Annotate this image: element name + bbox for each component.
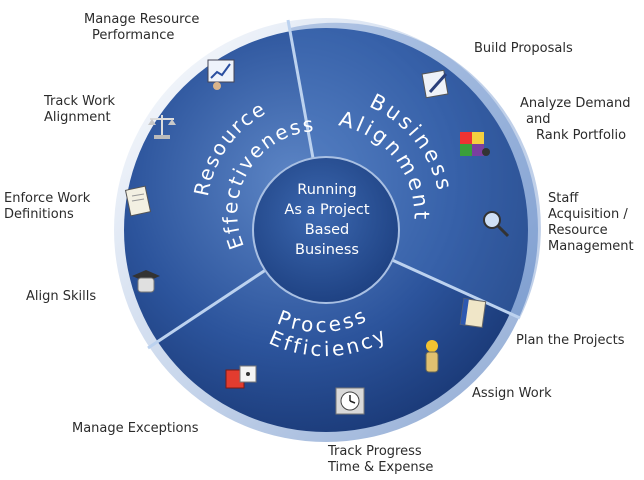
center-hub xyxy=(252,156,400,304)
label-line: Resource xyxy=(548,223,608,238)
center-line-4: Business xyxy=(295,242,359,258)
center-line-2: As a Project xyxy=(284,202,370,218)
document-icon xyxy=(124,185,152,217)
book-icon xyxy=(459,298,487,328)
center-line-3: Based xyxy=(304,222,350,238)
label-line: Track Work xyxy=(44,94,116,109)
center-label: Running As a Project Based Business xyxy=(262,180,392,260)
worker-icon xyxy=(425,340,439,373)
label-plan-projects: Plan the Projects xyxy=(516,333,625,348)
label-line: Acquisition / xyxy=(548,207,628,222)
label-line: Alignment xyxy=(44,110,111,125)
label-track-progress: Track Progress Time & Expense xyxy=(328,444,433,476)
label-line: Management xyxy=(548,239,634,254)
pencil-icon xyxy=(421,69,449,99)
center-line-1: Running xyxy=(297,182,357,198)
label-line: Analyze Demand xyxy=(520,96,631,111)
label-manage-resource-performance: Manage Resource Performance xyxy=(84,12,199,44)
label-align-skills: Align Skills xyxy=(26,289,97,304)
label-line: Manage Resource xyxy=(84,12,200,27)
label-line: Time & Expense xyxy=(328,460,434,475)
label-line: Rank Portfolio xyxy=(536,128,627,143)
label-enforce-work-definitions: Enforce Work Definitions xyxy=(4,191,90,223)
business-alignment-segment xyxy=(290,22,541,318)
label-manage-exceptions: Manage Exceptions xyxy=(72,421,199,436)
label-track-work-alignment: Track Work Alignment xyxy=(44,94,115,126)
label-line: Enforce Work xyxy=(4,191,91,206)
label-line: Track Progress xyxy=(328,444,422,459)
dice-icon xyxy=(225,365,257,389)
label-line: Staff xyxy=(548,191,579,206)
label-line: Performance xyxy=(92,28,175,43)
label-line: Definitions xyxy=(4,207,74,222)
label-line: and xyxy=(526,112,551,127)
label-analyze-demand: Analyze Demand and Rank Portfolio xyxy=(520,96,631,144)
magnifier-icon xyxy=(483,211,510,238)
label-build-proposals: Build Proposals xyxy=(474,41,573,56)
label-assign-work: Assign Work xyxy=(472,386,552,401)
clock-icon xyxy=(335,387,365,415)
graduation-icon xyxy=(132,270,160,293)
chart-icon xyxy=(207,59,235,90)
scales-icon xyxy=(148,115,176,139)
label-staff-acquisition: Staff Acquisition / Resource Management xyxy=(548,191,634,255)
portfolio-cube-icon xyxy=(460,132,490,156)
